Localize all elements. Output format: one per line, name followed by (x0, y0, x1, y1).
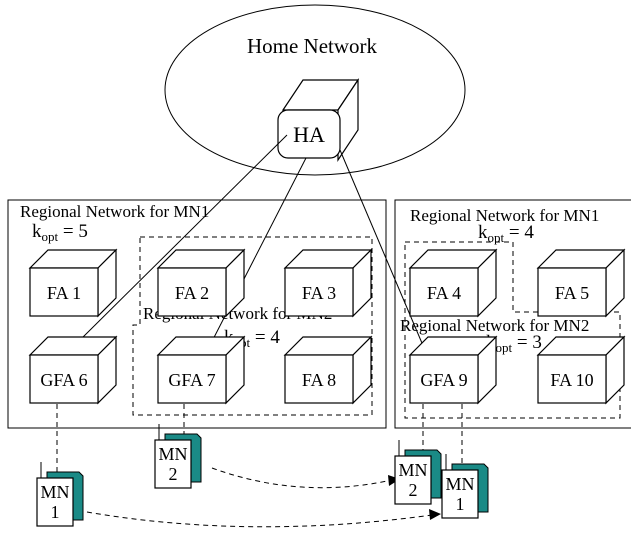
node-fa4-front (409, 267, 479, 317)
node-gfa7: GFA 7 (156, 335, 246, 405)
mobile-mn1_left-name: MN (40, 482, 69, 502)
node-fa8-label: FA 8 (302, 370, 336, 390)
mobile-mn1_right: MN1 (441, 454, 489, 519)
node-fa10: FA 10 (536, 335, 626, 405)
node-fa4-label: FA 4 (427, 283, 461, 303)
node-fa10-label: FA 10 (550, 370, 593, 390)
node-layer: FA 1 FA 2 FA 3 GFA 6 GFA 7 FA 8 FA 4 FA 5 GFA 9 F… (28, 248, 626, 405)
node-gfa6-front (29, 354, 99, 404)
mobile-mn1_left: MN1 (36, 462, 84, 527)
mobile-mn2_right-number: 2 (409, 480, 418, 500)
node-fa10-front (537, 354, 607, 404)
node-gfa9: GFA 9 (408, 335, 498, 405)
left-region-kopt: kopt = 5 (32, 221, 88, 244)
node-gfa7-label: GFA 7 (168, 370, 215, 390)
node-fa1-label: FA 1 (47, 283, 81, 303)
left-region-label: Regional Network for MN1 (20, 202, 209, 221)
link-ha-gfa6 (77, 134, 288, 343)
node-gfa9-label: GFA 9 (420, 370, 467, 390)
node-fa3-front (284, 267, 354, 317)
mobile-mn1_right-name: MN (445, 474, 474, 494)
node-fa3-label: FA 3 (302, 283, 336, 303)
node-fa5-label: FA 5 (555, 283, 589, 303)
node-fa1: FA 1 (28, 248, 118, 318)
move-arrow-mn2 (211, 467, 393, 489)
ha-label: HA (293, 122, 325, 147)
link-ha-gfa7 (204, 157, 307, 356)
right-inner-region-label: Regional Network for MN2 (400, 316, 589, 335)
home-network-ellipse (164, 4, 466, 176)
mobile-mn2_right: MN2 (394, 440, 442, 505)
node-fa2-label: FA 2 (175, 283, 209, 303)
right-region-kopt: kopt = 4 (478, 222, 534, 245)
ha-front-face (277, 109, 341, 159)
mobile-mn1_left-body (36, 477, 74, 527)
mobile-mn2_left-body (154, 439, 192, 489)
node-fa8-front (284, 354, 354, 404)
move-arrow-mn1 (86, 511, 433, 528)
mobile-mn1_right-number: 1 (456, 494, 465, 514)
node-fa1-front (29, 267, 99, 317)
node-fa2: FA 2 (156, 248, 246, 318)
mobile-mn2_left-number: 2 (169, 464, 178, 484)
right-inner-region-dashed (404, 241, 621, 419)
node-fa2-front (157, 267, 227, 317)
ha-node: HA (277, 78, 360, 162)
node-fa4: FA 4 (408, 248, 498, 318)
mobile-mn1_right-body (441, 469, 479, 519)
mobile-mn1_left-number: 1 (51, 502, 60, 522)
mobile-mn2_left: MN2 (154, 424, 202, 489)
link-ha-gfa9 (339, 149, 431, 363)
mobile-mn2_right-name: MN (398, 460, 427, 480)
node-gfa6: GFA 6 (28, 335, 118, 405)
node-gfa9-front (409, 354, 479, 404)
mobile-mn2_right-body (394, 455, 432, 505)
move-arrowhead-mn1 (429, 509, 441, 520)
node-gfa6-label: GFA 6 (40, 370, 87, 390)
left-inner-region-dashed (132, 236, 373, 416)
left-region-box (7, 199, 387, 429)
move-arrowhead-mn2 (388, 475, 400, 486)
right-region-label: Regional Network for MN1 (410, 206, 599, 225)
node-fa5: FA 5 (536, 248, 626, 318)
node-gfa7-front (157, 354, 227, 404)
node-fa5-front (537, 267, 607, 317)
right-region-box (394, 199, 631, 429)
node-fa8: FA 8 (283, 335, 373, 405)
mobile-mn2_left-name: MN (158, 444, 187, 464)
node-fa3: FA 3 (283, 248, 373, 318)
home-network-label: Home Network (247, 34, 378, 58)
